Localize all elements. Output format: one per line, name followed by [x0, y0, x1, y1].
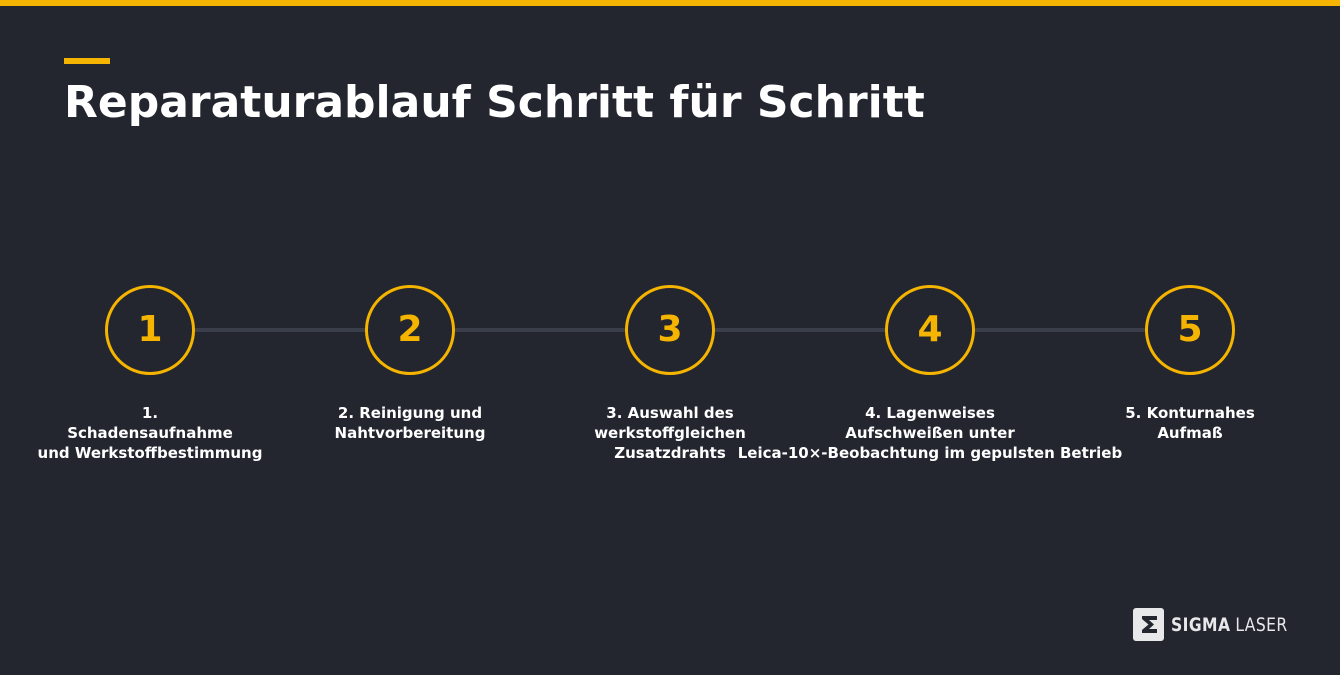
- step-3-circle: 3: [625, 285, 715, 375]
- step-2-number: 2: [397, 309, 423, 350]
- step-4-circle: 4: [885, 285, 975, 375]
- title-accent-line: [64, 58, 110, 64]
- step-1-label: 1. Schadensaufnahme und Werkstoffbestimm…: [37, 404, 263, 462]
- step-3-number: 3: [657, 309, 683, 350]
- step-4-label: 4. Lagenweises Aufschweißen unter Leica-…: [737, 404, 1123, 462]
- step-connector: [410, 328, 670, 332]
- top-accent-bar: [0, 0, 1340, 6]
- step-5-circle: 5: [1145, 285, 1235, 375]
- step-connector: [930, 328, 1190, 332]
- sigma-logo-icon: [1133, 608, 1164, 641]
- logo-name-bold: SIGMA: [1171, 613, 1231, 636]
- step-2-label: 2. Reinigung und Nahtvorbereitung: [334, 404, 486, 442]
- step-5-number: 5: [1177, 309, 1203, 350]
- step-3-label: 3. Auswahl des werkstoffgleichen Zusatzd…: [594, 404, 746, 462]
- step-1-number: 1: [137, 309, 163, 350]
- step-connector: [670, 328, 930, 332]
- page-title: Reparaturablauf Schritt für Schritt: [64, 77, 925, 128]
- step-5-label: 5. Konturnahes Aufmaß: [1125, 404, 1255, 442]
- step-1-circle: 1: [105, 285, 195, 375]
- step-connector: [150, 328, 410, 332]
- step-4-number: 4: [917, 309, 943, 350]
- step-2-circle: 2: [365, 285, 455, 375]
- logo-name-light: LASER: [1235, 613, 1288, 636]
